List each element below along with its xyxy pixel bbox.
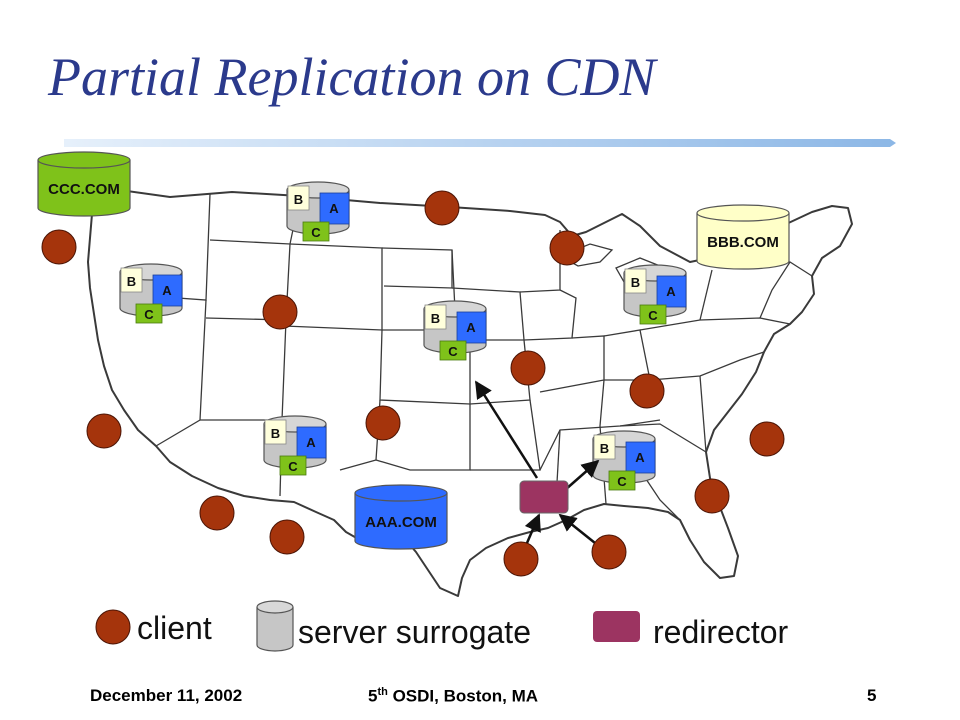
replica-c-block: [302, 221, 330, 242]
replica-c-block: [439, 340, 467, 361]
replica-b-block: [287, 185, 310, 211]
origin-label-bbb: BBB.COM: [707, 234, 779, 251]
replica-c-label: C: [288, 459, 298, 474]
client-node: [510, 350, 546, 386]
client-node: [365, 405, 401, 441]
replica-c-label: C: [311, 225, 321, 240]
replica-a-label: A: [666, 284, 676, 299]
surrogate-server: B AC: [423, 300, 487, 361]
replica-a-block: [296, 426, 327, 459]
footer-venue: 5th OSDI, Boston, MA: [368, 687, 538, 705]
surrogate-server: B AC: [119, 263, 183, 324]
replica-c-label: C: [448, 344, 458, 359]
origin-server-aaa: AAA.COM: [354, 484, 448, 550]
slide-title: Partial Replication on CDN: [48, 47, 656, 107]
replica-a-block: [625, 441, 656, 474]
client-node: [41, 229, 77, 265]
redirect-arrow: [564, 459, 600, 491]
replica-b-label: B: [631, 275, 640, 290]
client-node: [749, 421, 785, 457]
replica-a-label: A: [306, 435, 316, 450]
origin-server-ccc: CCC.COM: [37, 151, 131, 217]
surrogate-server: B AC: [286, 181, 350, 242]
legend-redirector-icon: [593, 611, 640, 642]
replica-b-block: [424, 304, 447, 330]
replica-c-block: [608, 470, 636, 491]
origin-server-bbb: BBB.COM: [696, 204, 790, 270]
client-node: [694, 478, 730, 514]
redirector-box: [519, 480, 569, 514]
replica-b-label: B: [127, 274, 136, 289]
client-node: [629, 373, 665, 409]
footer-venue-text: OSDI, Boston, MA: [387, 686, 539, 706]
legend: [95, 600, 640, 652]
replica-b-label: B: [431, 311, 440, 326]
legend-redirector-label: redirector: [653, 614, 789, 650]
origin-label-ccc: CCC.COM: [48, 181, 120, 198]
replica-b-block: [120, 267, 143, 293]
client-node: [199, 495, 235, 531]
redirect-arrow: [474, 380, 539, 479]
surrogate-server: B AC: [263, 415, 327, 476]
replica-b-block: [624, 268, 647, 294]
replica-a-block: [456, 311, 487, 344]
legend-client-icon: [95, 609, 131, 645]
title-underline: [64, 139, 896, 147]
surrogate-server: B AC: [592, 430, 656, 491]
client-node: [549, 230, 585, 266]
origin-servers: CCC.COM BBB.COM AAA.COM: [37, 151, 790, 550]
legend-client-label: client: [137, 610, 212, 646]
client-node: [269, 519, 305, 555]
replica-b-label: B: [294, 192, 303, 207]
replica-c-label: C: [648, 308, 658, 323]
replica-b-label: B: [600, 441, 609, 456]
clients: [41, 190, 785, 577]
footer-venue-ordinal: 5: [368, 686, 378, 706]
replica-a-block: [152, 274, 183, 307]
replica-b-block: [264, 419, 287, 445]
replica-b-label: B: [271, 426, 280, 441]
replica-c-block: [279, 455, 307, 476]
footer-venue-superscript: th: [377, 686, 388, 698]
replica-c-block: [135, 303, 163, 324]
replica-a-block: [656, 275, 687, 308]
replica-c-label: C: [617, 474, 627, 489]
client-node: [424, 190, 460, 226]
client-node: [591, 534, 627, 570]
client-node: [86, 413, 122, 449]
replica-a-block: [319, 192, 350, 225]
surrogate-server: B AC: [623, 264, 687, 325]
origin-label-aaa: AAA.COM: [365, 514, 437, 531]
replica-c-label: C: [144, 307, 154, 322]
footer-page-number: 5: [867, 686, 877, 705]
client-node: [503, 541, 539, 577]
replica-b-block: [593, 434, 616, 460]
client-node: [262, 294, 298, 330]
replica-a-label: A: [329, 201, 339, 216]
replica-a-label: A: [635, 450, 645, 465]
legend-surrogate-label: server surrogate: [298, 614, 531, 650]
replica-a-label: A: [162, 283, 172, 298]
footer-date: December 11, 2002: [90, 686, 243, 705]
replica-c-block: [639, 304, 667, 325]
legend-surrogate-icon: [256, 600, 294, 652]
replica-a-label: A: [466, 320, 476, 335]
